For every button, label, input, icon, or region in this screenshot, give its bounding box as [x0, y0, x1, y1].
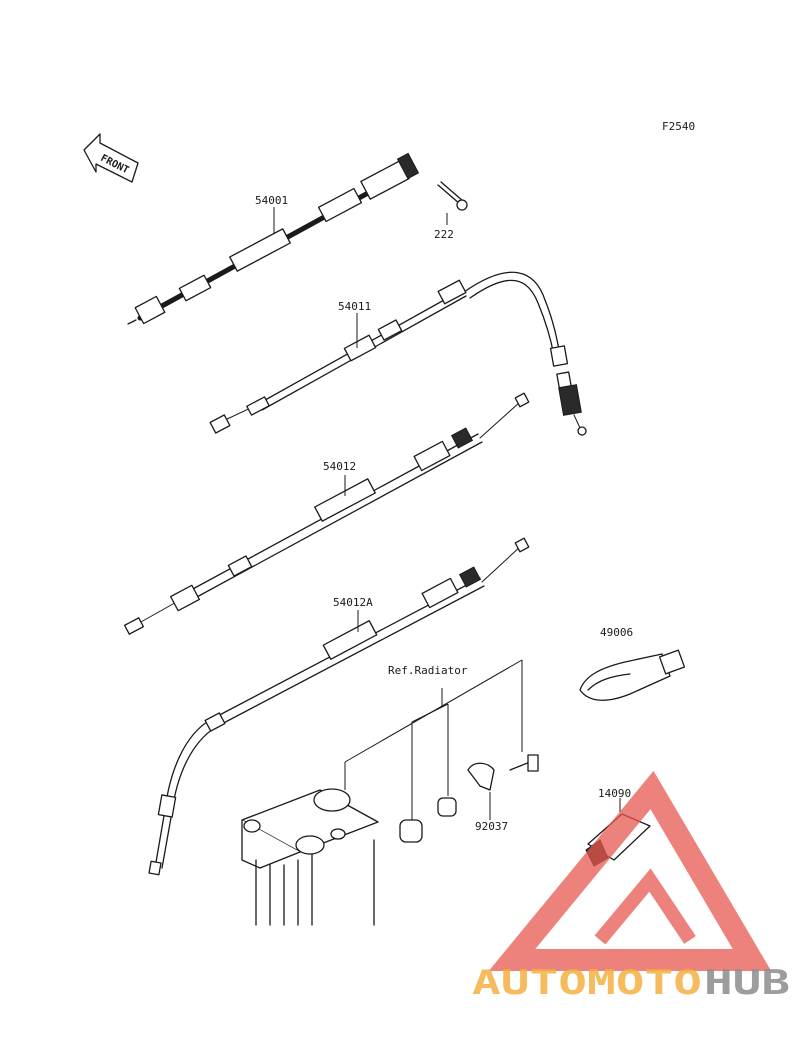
watermark-brand-1: AUTOMOTO: [472, 963, 702, 1003]
part-54012-cable: [123, 392, 530, 635]
front-arrow-icon: FRONT: [83, 133, 139, 183]
label-14090: 14090: [598, 787, 631, 800]
automotohub-logo: [488, 770, 772, 971]
part-222-screw: [437, 181, 468, 211]
part-54001-cable: [127, 152, 420, 325]
label-54012A: 54012A: [333, 596, 373, 609]
ref-radiator-label: Ref.Radiator: [388, 664, 468, 677]
label-54012: 54012: [323, 460, 356, 473]
leader-lines: [273, 207, 621, 820]
part-54012A-cable: [148, 537, 530, 876]
part-labels: 54001 222 54011 54012 54012A 49006 92037…: [255, 194, 633, 833]
label-49006: 49006: [600, 626, 633, 639]
figure-code: F2540: [662, 120, 695, 133]
part-49006-boot: [579, 649, 686, 701]
label-54011: 54011: [338, 300, 371, 313]
radiator-assembly: [241, 754, 539, 926]
watermark-brand-2: HUB: [704, 963, 790, 1003]
label-92037: 92037: [475, 820, 508, 833]
label-54001: 54001: [255, 194, 288, 207]
part-54011-cable: [209, 271, 587, 436]
label-222: 222: [434, 228, 454, 241]
